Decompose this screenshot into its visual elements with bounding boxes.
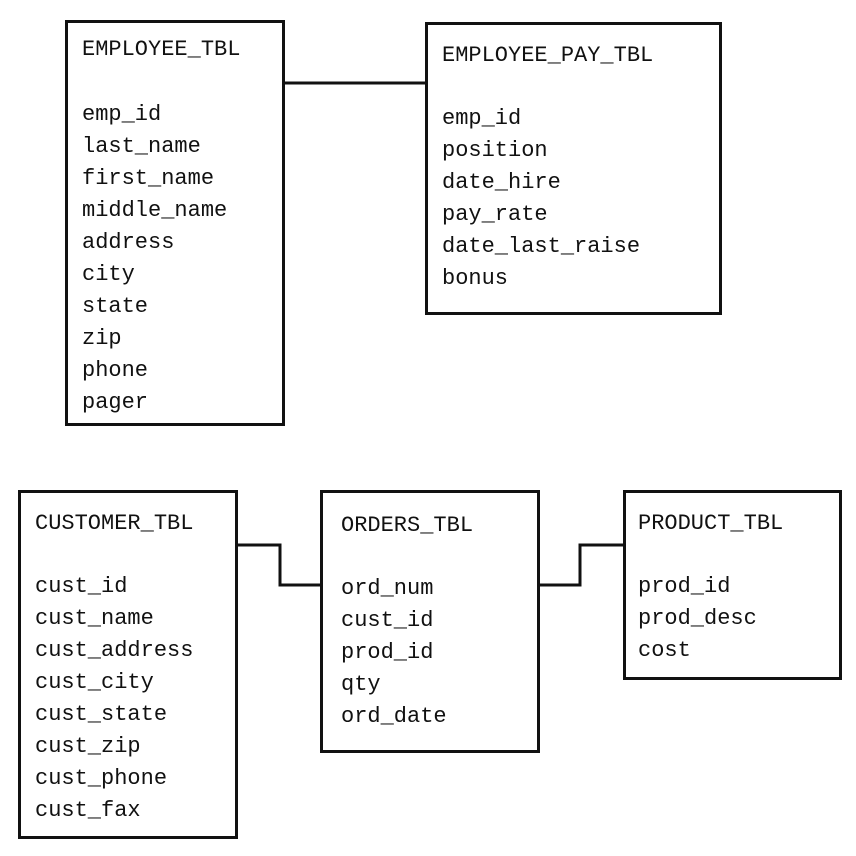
- table-title: PRODUCT_TBL: [638, 511, 784, 536]
- field-pay-rate: pay_rate: [442, 202, 548, 227]
- table-customer: CUSTOMER_TBL cust_id cust_name cust_addres…: [18, 490, 238, 839]
- field-ord-date: ord_date: [341, 704, 447, 729]
- table-title: EMPLOYEE_PAY_TBL: [442, 43, 654, 68]
- field-emp-id: emp_id: [82, 102, 162, 127]
- field-state: state: [82, 294, 149, 319]
- field-middle-name: middle_name: [82, 198, 228, 223]
- field-cust-state: cust_state: [35, 702, 168, 727]
- field-cust-id: cust_id: [35, 574, 128, 599]
- field-qty: qty: [341, 672, 381, 697]
- field-date-last-raise: date_last_raise: [442, 234, 641, 259]
- table-title: ORDERS_TBL: [341, 513, 474, 538]
- field-cost: cost: [638, 638, 691, 663]
- field-bonus: bonus: [442, 266, 509, 291]
- field-cust-id: cust_id: [341, 608, 434, 633]
- field-cust-address: cust_address: [35, 638, 194, 663]
- connector-customer-to-orders: [238, 543, 320, 587]
- field-cust-zip: cust_zip: [35, 734, 141, 759]
- field-prod-id: prod_id: [341, 640, 434, 665]
- field-position: position: [442, 138, 548, 163]
- field-last-name: last_name: [82, 134, 201, 159]
- field-prod-desc: prod_desc: [638, 606, 757, 631]
- field-cust-city: cust_city: [35, 670, 154, 695]
- field-address: address: [82, 230, 175, 255]
- field-zip: zip: [82, 326, 122, 351]
- field-pager: pager: [82, 390, 149, 415]
- field-phone: phone: [82, 358, 149, 383]
- field-cust-fax: cust_fax: [35, 798, 141, 823]
- field-city: city: [82, 262, 135, 287]
- connector-orders-to-product: [540, 543, 623, 587]
- table-title: EMPLOYEE_TBL: [82, 37, 241, 62]
- field-prod-id: prod_id: [638, 574, 731, 599]
- field-list: emp_id position date_hire pay_rate date_last…: [442, 103, 640, 295]
- field-ord-num: ord_num: [341, 576, 434, 601]
- field-emp-id: emp_id: [442, 106, 522, 131]
- field-first-name: first_name: [82, 166, 215, 191]
- field-cust-phone: cust_phone: [35, 766, 168, 791]
- field-date-hire: date_hire: [442, 170, 561, 195]
- table-employee-pay: EMPLOYEE_PAY_TBL emp_id position date_hire…: [425, 22, 722, 315]
- table-title: CUSTOMER_TBL: [35, 511, 194, 536]
- field-cust-name: cust_name: [35, 606, 154, 631]
